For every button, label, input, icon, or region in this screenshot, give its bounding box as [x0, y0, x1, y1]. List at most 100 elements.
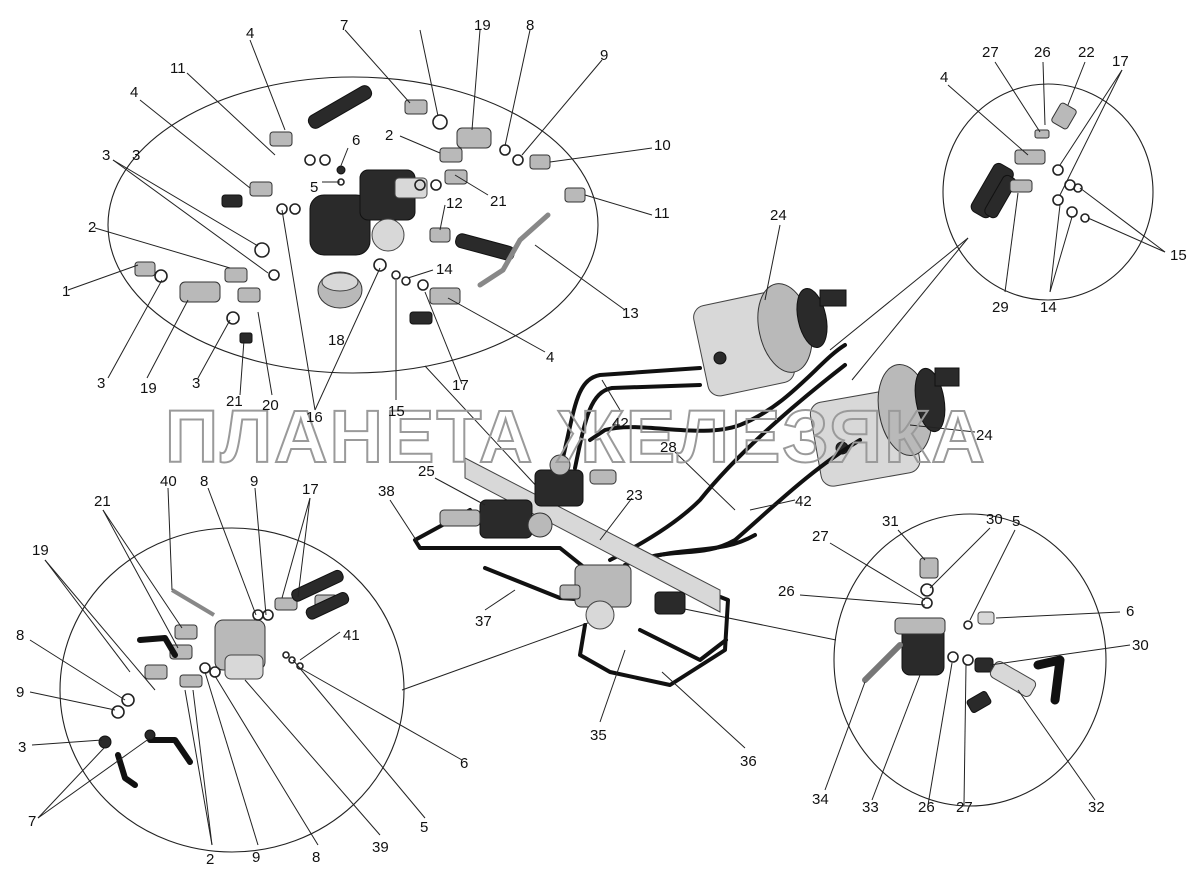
callout-number-41: 41	[343, 627, 360, 644]
callout-number-8: 8	[200, 473, 208, 490]
callout-number-36: 36	[740, 753, 757, 770]
callout-number-2: 2	[385, 127, 393, 144]
callout-number-8: 8	[526, 17, 534, 34]
callout-number-3: 3	[18, 739, 26, 756]
callout-number-17: 17	[302, 481, 319, 498]
callout-number-38: 38	[378, 483, 395, 500]
callout-number-39: 39	[372, 839, 389, 856]
watermark-text: ПЛАНЕТА ЖЕЛЕЗЯКА	[165, 395, 987, 478]
callout-number-27: 27	[982, 44, 999, 61]
callout-number-6: 6	[1126, 603, 1134, 620]
leader-lines	[29, 29, 1166, 846]
detail-ellipse-bottom-right	[833, 513, 1107, 807]
callout-number-14: 14	[436, 261, 453, 278]
callout-number-19: 19	[32, 542, 49, 559]
callout-number-28: 28	[660, 439, 677, 456]
callout-number-19: 19	[140, 380, 157, 397]
callout-number-30: 30	[1132, 637, 1149, 654]
callout-number-15: 15	[1170, 247, 1187, 264]
brake-chamber-lower	[809, 363, 960, 487]
callout-number-8: 8	[312, 849, 320, 866]
callout-number-21: 21	[226, 393, 243, 410]
callout-number-42: 42	[795, 493, 812, 510]
callout-number-12: 12	[446, 195, 463, 212]
callout-number-9: 9	[250, 473, 258, 490]
callout-number-19: 19	[474, 17, 491, 34]
callout-number-18: 18	[328, 332, 345, 349]
callout-number-2: 2	[206, 851, 214, 868]
valve-block-23	[559, 564, 686, 630]
callout-number-29: 29	[992, 299, 1009, 316]
callout-number-23: 23	[626, 487, 643, 504]
callout-number-40: 40	[160, 473, 177, 490]
callout-number-11: 11	[654, 205, 670, 222]
callout-number-5: 5	[1012, 513, 1020, 530]
callout-number-26: 26	[918, 799, 935, 816]
callout-number-17: 17	[1112, 53, 1129, 70]
callout-number-20: 20	[262, 397, 279, 414]
callout-number-9: 9	[600, 47, 608, 64]
callout-number-31: 31	[882, 513, 899, 530]
connector-top-right-b	[851, 237, 969, 381]
callout-number-5: 5	[310, 179, 318, 196]
detail-ellipse-top-left	[107, 76, 599, 374]
callout-number-25: 25	[418, 463, 435, 480]
callout-number-6: 6	[460, 755, 468, 772]
callout-number-8: 8	[16, 627, 24, 644]
callout-number-33: 33	[862, 799, 879, 816]
callout-number-24: 24	[770, 207, 787, 224]
connector-bottom-right	[664, 604, 837, 641]
callout-number-4: 4	[940, 69, 948, 86]
callout-number-13: 13	[622, 305, 639, 322]
callout-number-24: 24	[976, 427, 993, 444]
callout-number-1: 1	[62, 283, 70, 300]
callout-number-21: 21	[490, 193, 507, 210]
callout-number-35: 35	[590, 727, 607, 744]
callout-number-15: 15	[388, 403, 405, 420]
callout-number-4: 4	[546, 349, 554, 366]
callout-number-22: 22	[1078, 44, 1095, 61]
callout-number-32: 32	[1088, 799, 1105, 816]
callout-number-30: 30	[986, 511, 1003, 528]
callout-number-27: 27	[956, 799, 973, 816]
hose-lines	[413, 343, 862, 687]
brake-chamber-upper	[693, 283, 847, 397]
callout-number-21: 21	[94, 493, 111, 510]
detail-ellipse-bottom-left	[59, 527, 405, 853]
callout-number-3: 3	[102, 147, 110, 164]
callout-number-9: 9	[16, 684, 24, 701]
callout-number-14: 14	[1040, 299, 1057, 316]
callout-number-11: 11	[170, 60, 186, 77]
callout-number-7: 7	[28, 813, 36, 830]
bottom-left-detail-parts	[98, 569, 350, 788]
callout-number-42: 42	[612, 415, 629, 432]
connector-bottom-left	[401, 614, 611, 691]
valve-block-25	[439, 454, 617, 539]
callout-number-7: 7	[340, 17, 348, 34]
callout-number-3: 3	[132, 147, 140, 164]
callout-number-5: 5	[420, 819, 428, 836]
detail-ellipse-top-right	[942, 83, 1154, 301]
callout-number-27: 27	[812, 528, 829, 545]
callout-number-26: 26	[778, 583, 795, 600]
bottom-right-detail-parts	[862, 557, 1065, 713]
callout-number-17: 17	[452, 377, 469, 394]
callout-number-2: 2	[88, 219, 96, 236]
callout-number-26: 26	[1034, 44, 1051, 61]
callout-number-34: 34	[812, 791, 829, 808]
mounting-bracket	[464, 457, 721, 613]
top-right-detail-parts	[970, 102, 1090, 223]
callout-number-37: 37	[475, 613, 492, 630]
callout-number-10: 10	[654, 137, 671, 154]
callout-number-3: 3	[97, 375, 105, 392]
callout-number-9: 9	[252, 849, 260, 866]
callout-number-3: 3	[192, 375, 200, 392]
callout-number-4: 4	[130, 84, 138, 101]
callout-number-16: 16	[306, 409, 323, 426]
callout-number-6: 6	[352, 132, 360, 149]
connector-top-right-a	[829, 237, 969, 351]
callout-number-4: 4	[246, 25, 254, 42]
connector-top-left	[424, 365, 541, 491]
